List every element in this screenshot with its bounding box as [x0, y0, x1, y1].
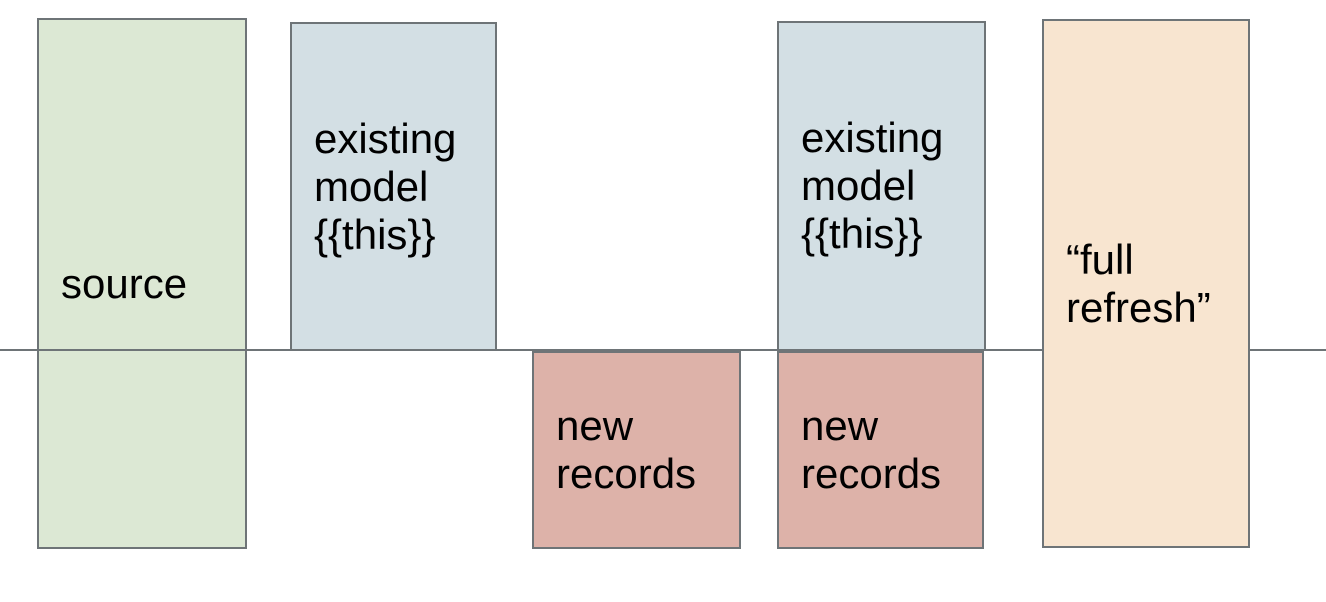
new-records-box-left-label: new records — [556, 402, 697, 497]
full-refresh-box: “full refresh” — [1042, 19, 1250, 548]
source-box-label: source — [61, 259, 188, 307]
existing-model-box-right: existing model {{this}} — [777, 21, 986, 351]
timeline-divider-line — [0, 349, 1326, 351]
new-records-box-left: new records — [532, 351, 741, 549]
full-refresh-box-label: “full refresh” — [1066, 235, 1211, 331]
existing-model-box-right-label: existing model {{this}} — [801, 114, 944, 257]
new-records-box-right: new records — [777, 351, 984, 549]
new-records-box-right-label: new records — [801, 402, 942, 497]
existing-model-box-left: existing model {{this}} — [290, 22, 497, 351]
existing-model-box-left-label: existing model {{this}} — [314, 114, 457, 258]
source-box: source — [37, 18, 247, 549]
